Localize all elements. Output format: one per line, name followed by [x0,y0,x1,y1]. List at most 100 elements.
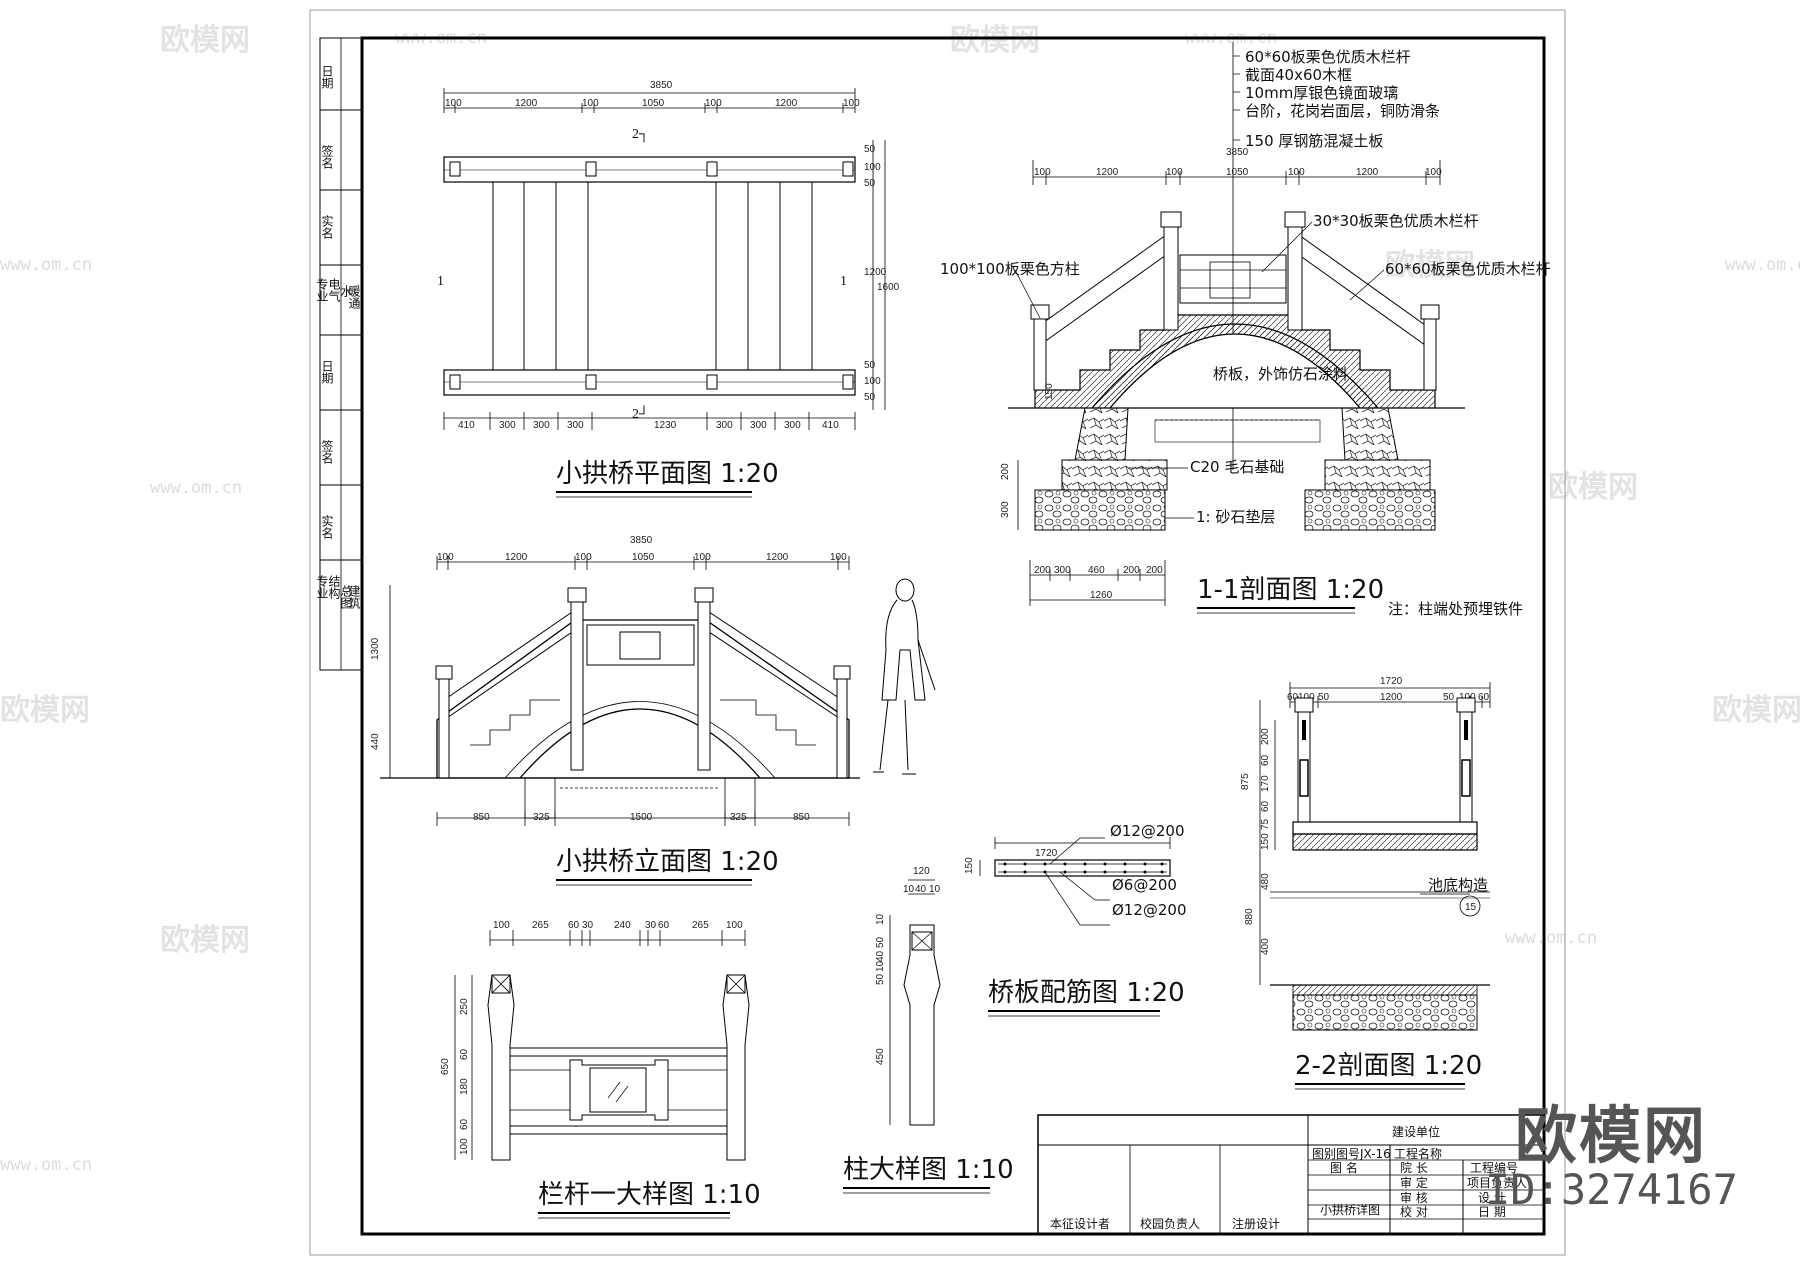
s22-dim: 50 [1443,692,1455,703]
s11-dim: 100 [1288,167,1305,178]
callout: 台阶，花岗岩面层，铜防滑条 [1245,102,1440,120]
watermark-text: 欧模网 [1385,248,1475,283]
plan-right-dim: 50 [864,392,876,403]
plan-bottom-dim: 300 [750,420,767,431]
tb-row-value: 设 计 [1478,1191,1506,1205]
rail-dim: 240 [614,920,631,931]
elev-bottom-dim: 325 [730,812,747,823]
plan-bottom-dim: 410 [822,420,839,431]
plan-dim: 1200 [775,98,798,109]
callout: 10mm厚银色镜面玻璃 [1245,84,1398,102]
s22-left-dim: 480 [1260,873,1271,890]
s22-callout: 池底构造 [1428,876,1488,894]
s11-label-foundation: C20 毛石基础 [1190,458,1284,476]
plan-dim: 100 [582,98,599,109]
elev-dim: 1050 [632,552,655,563]
s22-dim: 60 [1287,692,1299,703]
title-block: 建设单位 图别图号 JX-16 工程名称 图 名 小拱桥详图 院 长 工程编号 … [1037,1114,1545,1235]
rail-dim: 60 [568,920,580,931]
rail-left-dim: 100 [459,1138,470,1155]
post-dim: 40 [915,884,927,895]
watermark-text: 欧模网 [0,693,90,728]
s22-left-dim: 75 [1260,818,1271,830]
watermark-url: www.om.cn [0,255,93,275]
s11-label-gravel: 1: 砂石垫层 [1196,508,1275,526]
strip-label: 实名 [320,514,334,539]
section-mark: 2┐ [632,127,649,143]
s11-left-dim: 150 [1044,383,1055,400]
watermark-url: www.om.cn [150,478,243,498]
plan-right-dim: 100 [864,376,881,387]
plan-view-title: 小拱桥平面图 1:20 [556,459,779,489]
s11-label-rail-60: 60*60板栗色优质木栏杆 [1385,260,1551,278]
elev-left-dim: 440 [370,733,381,750]
tb-row-label: 审 核 [1400,1190,1428,1205]
rail-left-dim: 60 [459,1118,470,1130]
s11-dim: 1200 [1096,167,1119,178]
strip-label: 建筑 [347,585,361,609]
strip-label: 总图 [339,585,353,609]
tb-drawing-no-label: 图别图号 [1312,1147,1360,1161]
plan-right-dim: 50 [864,360,876,371]
post-left-dim: 50 [875,936,886,948]
s11-dim: 100 [1166,167,1183,178]
rebar-label: Ø12@200 [1112,901,1187,919]
s11-dim: 1200 [1356,167,1379,178]
elev-dim: 100 [437,552,454,563]
rail-dim: 100 [493,920,510,931]
rebar-label: Ø6@200 [1112,876,1177,894]
strip-label: 电气 [327,278,341,302]
left-signature-strip: 日期 签名 实名 专业 电气 水 暖通 日期 签名 实名 专业 结构 总图 建筑 [315,37,363,671]
s11-bottom-dim: 200 [1034,565,1051,576]
plan-right-dim: 1200 [864,267,887,278]
post-left-dim: 40 [875,950,886,962]
section-2-2: 1720 60 100 50 1200 50 100 60 875 200 60… [1240,676,1491,1090]
watermark-url: www.om.cn [0,1155,93,1175]
rail-dim: 60 [658,920,670,931]
s22-left-dim: 170 [1260,775,1271,792]
rebar-label: Ø12@200 [1110,822,1185,840]
s11-dim: 100 [1034,167,1051,178]
plan-bottom-dim: 1230 [654,420,677,431]
section-2-2-title: 2-2剖面图 1:20 [1295,1051,1482,1081]
rail-left-dim: 60 [459,1048,470,1060]
plan-right-dim: 1600 [877,282,900,293]
post-left-dim: 450 [875,1048,886,1065]
plan-bottom-dim: 300 [716,420,733,431]
post-detail-title: 柱大样图 1:10 [843,1155,1014,1185]
elev-bottom-dim: 850 [473,812,490,823]
plan-dim: 100 [705,98,722,109]
tb-drawing-name: 小拱桥详图 [1320,1202,1380,1217]
s11-left-dim: 300 [1000,501,1011,518]
rail-dim: 265 [532,920,549,931]
elev-dim: 1200 [505,552,528,563]
s22-left-dim: 400 [1260,938,1271,955]
rail-left-dim: 180 [459,1078,470,1095]
post-left-dim: 10 [875,913,886,925]
watermark-text: 欧模网 [1548,470,1638,505]
elev-left-dim: 1300 [370,637,381,660]
outer-border [309,9,1566,1256]
s22-dim: 1200 [1380,692,1403,703]
s22-left-dim: 880 [1244,908,1255,925]
plan-dim: 1200 [515,98,538,109]
section-mark: 1 [437,274,444,289]
elev-dim-total: 3850 [630,535,653,546]
railing-detail-title: 栏杆一大样图 1:10 [538,1180,761,1210]
s11-label-post: 100*100板栗色方柱 [940,260,1080,278]
plan-bottom-dim: 300 [567,420,584,431]
strip-label: 水 [339,285,353,297]
tb-row-value: 工程编号 [1470,1160,1518,1175]
s22-dim: 50 [1318,692,1330,703]
elev-bottom-dim: 850 [793,812,810,823]
tb-row-label: 审 定 [1400,1175,1428,1190]
s22-ref: 15 [1465,902,1477,913]
strip-label: 签名 [320,144,334,169]
callout: 截面40x60木框 [1245,66,1352,84]
section-1-1: 60*60板栗色优质木栏杆 截面40x60木框 10mm厚银色镜面玻璃 台阶，花… [940,42,1551,618]
rail-left-dim: 650 [440,1058,451,1075]
strip-label: 日期 [320,65,334,89]
s11-left-dim: 200 [1000,463,1011,480]
